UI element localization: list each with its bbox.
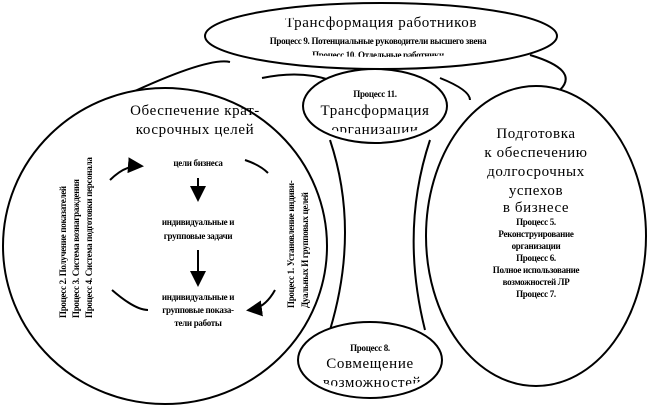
process-1-label-2: Дуальных И групповых целей <box>300 192 310 308</box>
left-title-1: Обеспечение крат- <box>130 103 260 119</box>
process-4-label: Процесс 4. Система подготовки персонала <box>84 157 94 318</box>
process-3-label: Процесс 3. Система вознаграждения <box>71 179 81 318</box>
outer-connector <box>59 54 567 331</box>
top-process-10: Процесс 10. Отдельные работники <box>312 50 444 60</box>
cycle-arrow-right-bottom <box>246 289 276 317</box>
process-8-label: Процесс 8. <box>350 343 390 353</box>
right-title-5: в бизнесе <box>503 200 569 216</box>
process-6-label: Процесс 6. <box>516 253 556 263</box>
process-1-label-1: Процесс 1. Установление индиви- <box>286 180 296 308</box>
step-metrics-2: групповые показа- <box>162 305 234 315</box>
left-title-2: косрочных целей <box>136 122 254 138</box>
cycle-arrow-left-top <box>109 157 144 181</box>
process-6-text-1: Полное использование <box>493 265 580 275</box>
step-tasks-1: индивидуальные и <box>162 217 234 227</box>
capabilities-alignment-ellipse <box>297 321 443 399</box>
process-5-text-2: организации <box>512 241 561 251</box>
short-term-goals-circle <box>2 87 328 405</box>
bottom-title-2: возможностей <box>323 375 421 391</box>
process-5-label: Процесс 5. <box>516 217 556 227</box>
right-title-1: Подготовка <box>496 126 575 142</box>
cycle-arrow-left-bottom <box>111 289 149 311</box>
process-5-text-1: Реконструирование <box>498 229 573 239</box>
mid-title-2: организации <box>331 122 418 138</box>
process-6-text-2: возможностей ЛР <box>503 277 571 287</box>
top-process-9: Процесс 9. Потенциальные руководители вы… <box>270 36 487 46</box>
top-title: Трансформация работников <box>285 15 477 31</box>
long-term-success-ellipse <box>425 85 647 387</box>
process-7-label: Процесс 7. <box>516 289 556 299</box>
step-metrics-1: индивидуальные и <box>162 292 234 302</box>
right-title-4: успехов <box>509 183 563 199</box>
right-title-2: к обеспечению <box>484 145 587 161</box>
mid-title-1: Трансформация <box>321 103 430 119</box>
process-2-label: Процесс 2. Получение показателей <box>58 186 68 318</box>
step-metrics-3: тели работы <box>174 318 222 328</box>
right-title-3: долгосрочных <box>487 164 585 180</box>
step-tasks-2: групповые задачи <box>164 231 233 241</box>
step-business-goals: цели бизнеса <box>173 158 223 168</box>
organization-transformation-ellipse <box>302 68 448 144</box>
mid-process-11: Процесс 11. <box>353 89 397 99</box>
cycle-arrow-right-top <box>244 159 269 174</box>
bottom-title-1: Совмещение <box>326 356 413 372</box>
